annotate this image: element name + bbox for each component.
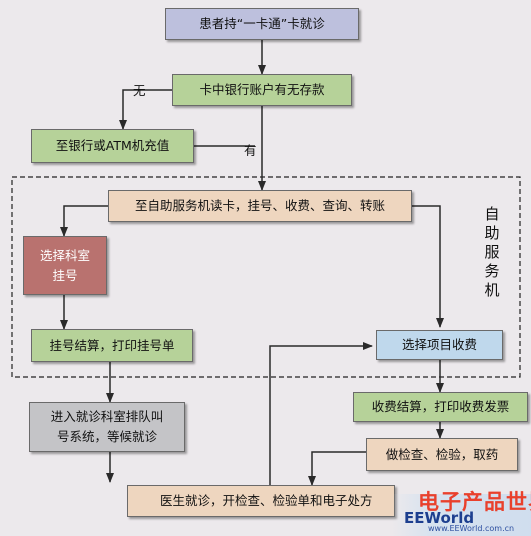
region-label-char: 机 [484,281,500,299]
node-queue: 进入就诊科室排队叫 号系统，等候就诊 [29,402,185,452]
node-select-dept-line1: 选择科室 [39,247,90,263]
edge-kiosk-to-items [412,205,444,328]
node-start: 患者持“一卡通”卡就诊 [165,8,359,40]
node-select-items: 选择项目收费 [376,330,503,360]
region-label-char: 自 [484,205,500,223]
node-select-dept: 选择科室 挂号 [23,236,107,295]
node-fee-settle: 收费结算，打印收费发票 [353,392,528,422]
edge-label-yes: 有 [244,143,257,158]
self-service-region [11,176,521,378]
region-label-char: 务 [484,262,500,280]
region-label-char: 助 [484,224,500,242]
node-queue-line2: 号系统，等候就诊 [56,429,157,444]
edge-exam-to-doctor [308,451,366,486]
node-reg-settle: 挂号结算，打印挂号单 [31,329,193,362]
node-exam: 做检查、检验，取药 [366,438,518,471]
edge-check-to-recharge [119,89,172,130]
edge-label-no: 无 [133,83,146,98]
watermark-subtitle: EEWorld [404,509,475,527]
node-select-dept-line2: 挂号 [52,267,78,283]
node-doctor: 医生就诊，开检查、检验单和电子处方 [127,485,395,517]
region-label-char: 服 [484,243,500,261]
node-kiosk-ops: 至自助服务机读卡，挂号、收费、查询、转账 [108,190,412,222]
edge-kiosk-to-dept [60,205,108,237]
node-check-balance: 卡中银行账户有无存款 [172,74,352,106]
watermark-url: www.EEWorld.com.cn [428,524,515,533]
watermark-title: 电子产品世界 [418,490,531,514]
node-queue-line1: 进入就诊科室排队叫 [50,409,164,424]
watermark-backdrop [392,494,531,536]
edge-doctor-to-items [269,342,373,488]
node-recharge: 至银行或ATM机充值 [31,129,194,163]
